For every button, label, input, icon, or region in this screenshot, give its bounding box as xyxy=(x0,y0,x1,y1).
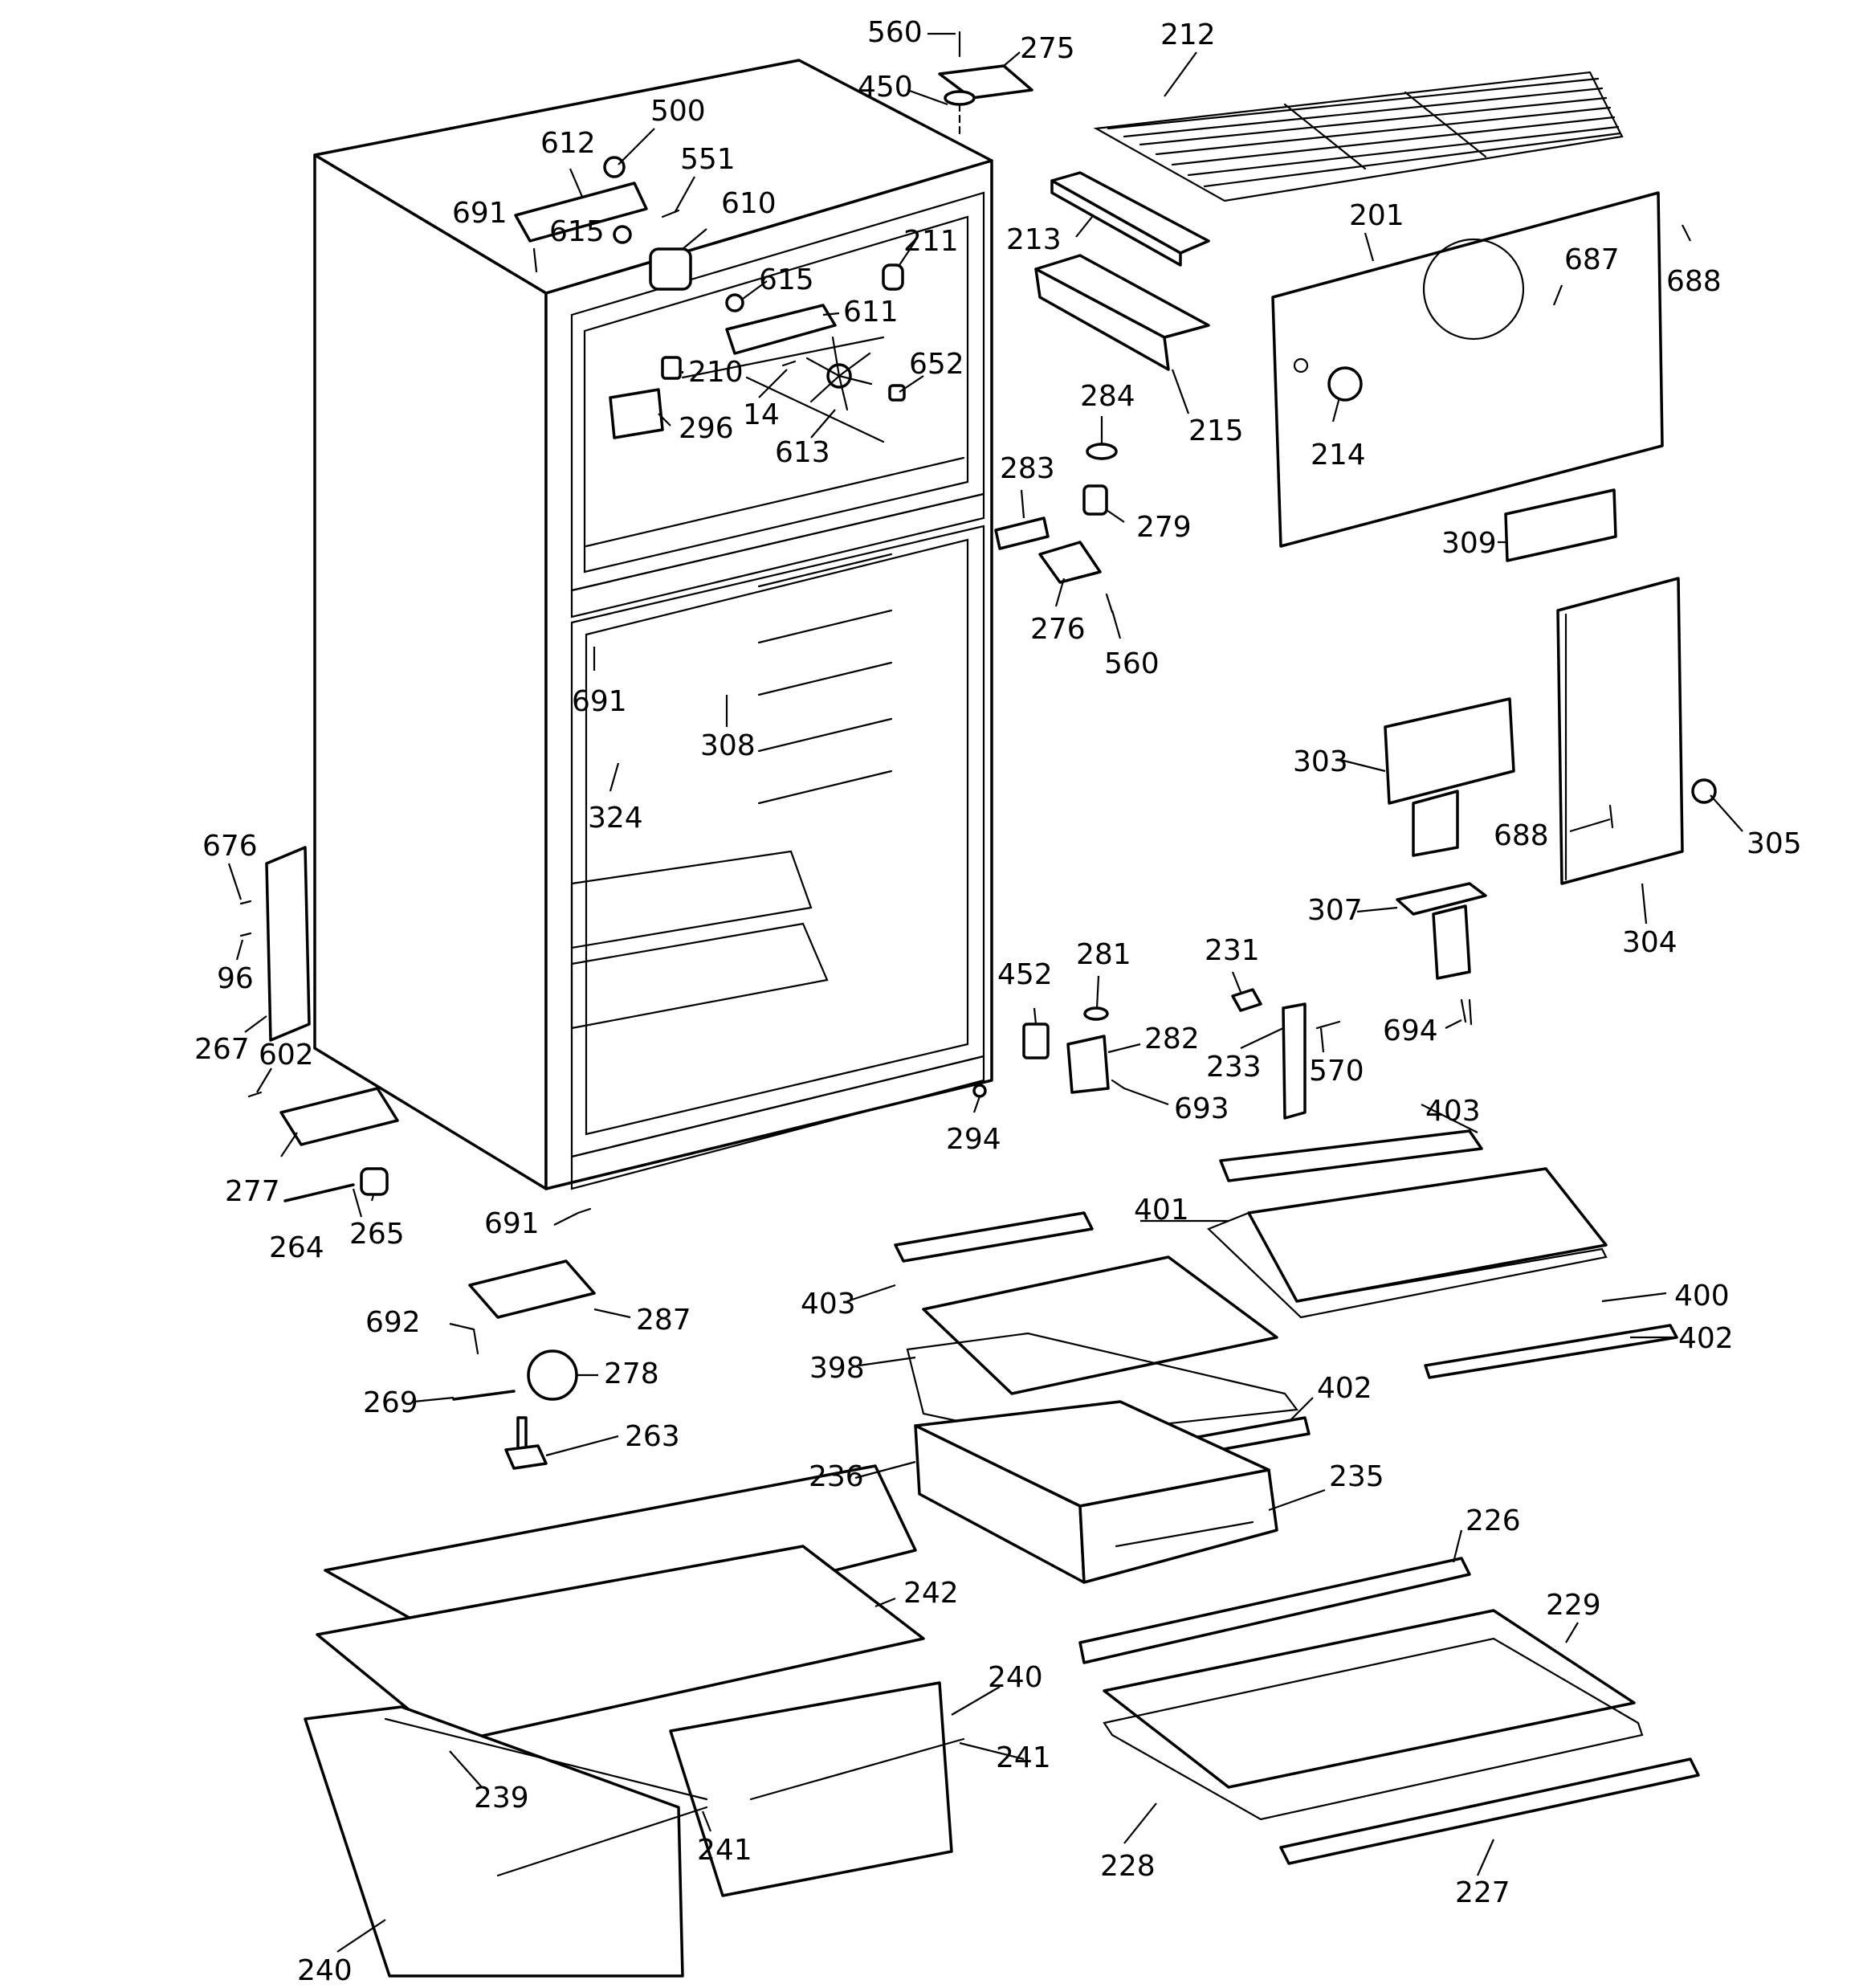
water-dispenser-parts xyxy=(1384,577,1717,1026)
callout-labels: 560 275 212 450 500 612 551 691 610 615 … xyxy=(194,16,1802,1987)
callout-242: 242 xyxy=(903,1577,959,1610)
callout-308: 308 xyxy=(700,729,756,762)
callout-241: 241 xyxy=(697,1834,752,1867)
door-hinge-middle-parts xyxy=(994,443,1118,614)
callout-278: 278 xyxy=(604,1357,659,1390)
callout-294: 294 xyxy=(946,1123,1001,1156)
callout-227: 227 xyxy=(1455,1876,1510,1909)
callout-215: 215 xyxy=(1188,414,1244,447)
callout-277: 277 xyxy=(225,1175,280,1208)
callout-304: 304 xyxy=(1622,926,1678,959)
callout-693: 693 xyxy=(1174,1092,1229,1125)
callout-269: 269 xyxy=(363,1386,418,1419)
callout-279: 279 xyxy=(1136,511,1192,544)
callout-307: 307 xyxy=(1307,894,1363,927)
callout-615: 615 xyxy=(759,263,814,296)
callout-213: 213 xyxy=(1006,223,1062,256)
refrigerator-cabinet xyxy=(313,59,993,1190)
callout-610: 610 xyxy=(721,187,777,220)
callout-691: 691 xyxy=(484,1207,540,1240)
callout-214: 214 xyxy=(1311,439,1366,471)
callout-284: 284 xyxy=(1080,380,1135,413)
callout-233: 233 xyxy=(1206,1051,1262,1084)
callout-551: 551 xyxy=(680,143,736,176)
freezer-control-parts xyxy=(514,156,906,439)
callout-226: 226 xyxy=(1466,1504,1521,1537)
meat-pan-drawer xyxy=(914,1400,1278,1584)
callout-210: 210 xyxy=(688,356,744,389)
callout-287: 287 xyxy=(636,1304,691,1337)
callout-263: 263 xyxy=(625,1420,680,1453)
wire-shelf xyxy=(1093,71,1624,202)
callout-236: 236 xyxy=(809,1460,864,1493)
callout-687: 687 xyxy=(1564,243,1620,276)
bottom-hinge-parts xyxy=(452,1259,596,1470)
callout-leader-lines xyxy=(227,32,1743,1953)
callout-276: 276 xyxy=(1030,613,1086,646)
fresh-food-glass-shelf xyxy=(1078,1557,1700,1865)
callout-611: 611 xyxy=(843,296,899,329)
mid-right-small-parts xyxy=(972,988,1467,1120)
callout-324: 324 xyxy=(588,802,643,835)
callout-96: 96 xyxy=(217,962,254,995)
callout-450: 450 xyxy=(858,71,913,104)
callout-239: 239 xyxy=(474,1782,529,1815)
callout-228: 228 xyxy=(1100,1850,1156,1883)
callout-240: 240 xyxy=(297,1954,353,1987)
callout-560: 560 xyxy=(1104,647,1160,680)
callout-602: 602 xyxy=(259,1039,314,1072)
callout-201: 201 xyxy=(1349,199,1404,232)
callout-235: 235 xyxy=(1329,1460,1384,1493)
left-side-parts xyxy=(239,846,592,1214)
callout-688: 688 xyxy=(1666,265,1722,298)
callout-452: 452 xyxy=(997,958,1053,991)
callout-281: 281 xyxy=(1076,938,1131,971)
callout-403: 403 xyxy=(1425,1095,1481,1128)
callout-401: 401 xyxy=(1134,1194,1189,1227)
callout-305: 305 xyxy=(1747,827,1802,860)
callout-241: 241 xyxy=(996,1741,1051,1774)
callout-691: 691 xyxy=(572,685,627,718)
callout-303: 303 xyxy=(1293,745,1348,778)
callout-613: 613 xyxy=(775,436,830,469)
top-hinge-parts xyxy=(938,31,1033,138)
callout-264: 264 xyxy=(269,1231,324,1264)
callout-612: 612 xyxy=(540,127,596,160)
callout-688: 688 xyxy=(1494,819,1549,852)
callout-615: 615 xyxy=(549,215,605,248)
callout-692: 692 xyxy=(365,1306,421,1339)
callout-211: 211 xyxy=(903,225,959,258)
callout-229: 229 xyxy=(1546,1589,1601,1622)
callout-694: 694 xyxy=(1383,1014,1438,1047)
callout-500: 500 xyxy=(650,95,706,128)
callout-400: 400 xyxy=(1674,1280,1730,1312)
freezer-back-panel xyxy=(1271,191,1664,562)
callout-283: 283 xyxy=(1000,452,1055,485)
vegetable-crispers xyxy=(304,1464,965,1978)
callout-14: 14 xyxy=(743,398,780,431)
callout-402: 402 xyxy=(1678,1322,1734,1355)
callout-296: 296 xyxy=(679,412,734,445)
callout-240: 240 xyxy=(988,1661,1043,1694)
callout-267: 267 xyxy=(194,1033,250,1066)
callout-265: 265 xyxy=(349,1218,405,1251)
callout-398: 398 xyxy=(809,1352,865,1385)
callout-275: 275 xyxy=(1020,32,1075,65)
callout-403: 403 xyxy=(801,1288,856,1321)
callout-402: 402 xyxy=(1317,1372,1372,1405)
callout-570: 570 xyxy=(1309,1055,1364,1088)
callout-231: 231 xyxy=(1205,934,1260,967)
callout-212: 212 xyxy=(1160,18,1216,51)
callout-309: 309 xyxy=(1441,527,1497,560)
freezer-shelves xyxy=(894,1129,1678,1472)
callout-676: 676 xyxy=(202,830,258,863)
callout-560: 560 xyxy=(867,16,923,49)
callout-282: 282 xyxy=(1144,1023,1200,1055)
callout-652: 652 xyxy=(909,348,964,381)
callout-691: 691 xyxy=(452,197,508,230)
ice-tray-and-bin xyxy=(1034,171,1210,371)
